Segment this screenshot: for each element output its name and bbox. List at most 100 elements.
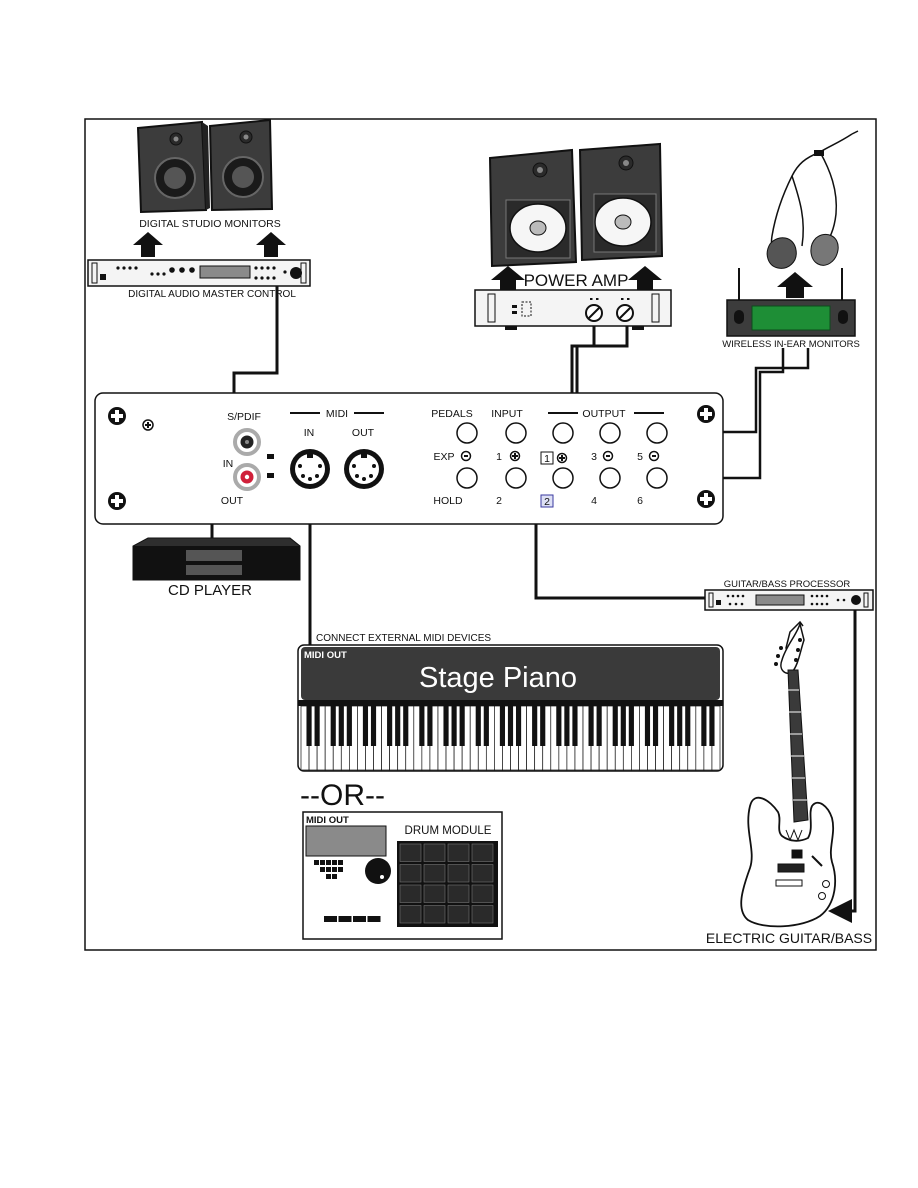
guitar-neck (787, 669, 809, 823)
power-amp-unit (474, 289, 672, 330)
drum-pad (447, 843, 470, 862)
black-key (556, 706, 562, 746)
drum-buttons (314, 860, 343, 879)
drum-pad (399, 843, 422, 862)
drum-pad (399, 884, 422, 903)
black-key (387, 706, 393, 746)
black-key (475, 706, 481, 746)
drum-pad (471, 884, 494, 903)
power-amp-speakers: POWER AMP (474, 142, 672, 330)
midi-devices-label: CONNECT EXTERNAL MIDI DEVICES (316, 633, 491, 644)
output-4-jack (599, 467, 621, 489)
up-arrow-icon (628, 266, 662, 292)
midi-out-port (344, 449, 384, 489)
guitar-body (740, 796, 836, 928)
output-1-label: 1 (544, 453, 550, 465)
up-arrow-icon (256, 232, 286, 257)
drum-knob (365, 858, 391, 884)
guitar-headstock (780, 621, 805, 674)
output-3-label: 3 (591, 451, 597, 463)
drum-screen (305, 825, 387, 857)
black-key (338, 706, 344, 746)
drum-button (326, 874, 331, 879)
drum-pad (471, 905, 494, 924)
black-key (451, 706, 457, 746)
black-key (628, 706, 634, 746)
drum-button (332, 867, 337, 872)
drum-button (326, 867, 331, 872)
pedals-label: PEDALS (431, 408, 472, 420)
spdif-label: S/PDIF (227, 411, 261, 423)
hold-label: HOLD (433, 495, 463, 507)
black-key (572, 706, 578, 746)
midi-label: MIDI (326, 408, 348, 420)
pedal-exp-jack (456, 422, 478, 444)
ground-icon (142, 419, 154, 431)
black-key (370, 706, 377, 746)
or-label: --OR-- (300, 779, 385, 812)
drum-bar (367, 916, 381, 922)
drum-button (326, 860, 331, 865)
stage-piano: CONNECT EXTERNAL MIDI DEVICES MIDI OUT S… (297, 633, 724, 772)
black-key (540, 706, 546, 746)
master-control-label: DIGITAL AUDIO MASTER CONTROL (128, 289, 296, 300)
piano-midi-out-label: MIDI OUT (304, 650, 347, 661)
earbud-right (810, 234, 839, 266)
studio-monitors-label: DIGITAL STUDIO MONITORS (139, 218, 281, 230)
drum-bar (353, 916, 366, 922)
drum-pad (471, 843, 494, 862)
processor-label: GUITAR/BASS PROCESSOR (724, 579, 851, 590)
output-2-jack (552, 467, 574, 489)
black-key (306, 706, 312, 746)
master-control-unit: DIGITAL AUDIO MASTER CONTROL (87, 259, 311, 300)
cable-out3-to-in-ear (664, 348, 810, 434)
spdif-out-jack (233, 463, 261, 491)
drum-pad (423, 843, 446, 862)
drum-pad (423, 884, 446, 903)
black-key (685, 706, 691, 746)
black-key (395, 706, 401, 746)
drum-pad (423, 864, 446, 883)
black-key (564, 706, 570, 746)
in-ear-receiver (726, 299, 856, 337)
output-label: OUTPUT (582, 408, 626, 420)
guitar-label: ELECTRIC GUITAR/BASS (706, 930, 872, 946)
earbud-left (766, 237, 797, 269)
black-key (701, 706, 707, 746)
black-key (677, 706, 683, 746)
spdif-in-label: IN (223, 458, 234, 470)
black-key (443, 706, 449, 746)
black-key (403, 706, 409, 746)
drum-pad (471, 864, 494, 883)
black-key (419, 706, 425, 746)
piano-name: Stage Piano (419, 662, 577, 694)
drum-button (320, 860, 325, 865)
black-key (709, 706, 715, 746)
up-arrow-icon (133, 232, 163, 257)
drum-pad (447, 864, 470, 883)
drum-pads (399, 843, 494, 924)
drum-bar (338, 916, 352, 922)
black-key (507, 706, 514, 746)
drum-pad (399, 905, 422, 924)
output-3-jack (599, 422, 621, 444)
in-ear-label: WIRELESS IN-EAR MONITORS (722, 339, 860, 350)
cable-out5-to-in-ear (664, 348, 785, 480)
pedal-hold-jack (456, 467, 478, 489)
input-1-label: 1 (496, 451, 502, 463)
drum-button (338, 867, 343, 872)
screw-icon (697, 490, 715, 508)
midi-in-label: IN (304, 427, 315, 439)
electric-guitar: ELECTRIC GUITAR/BASS (706, 620, 872, 946)
drum-button (314, 860, 319, 865)
drum-pad (447, 905, 470, 924)
drum-pad (399, 864, 422, 883)
in-ear-monitors: WIRELESS IN-EAR MONITORS (722, 130, 860, 350)
output-1-jack (552, 422, 574, 444)
drum-button (338, 860, 343, 865)
black-key (588, 706, 594, 746)
power-amp-label: POWER AMP (524, 271, 629, 290)
drum-pad (423, 905, 446, 924)
black-key (515, 706, 522, 746)
ground-icon (509, 450, 521, 462)
